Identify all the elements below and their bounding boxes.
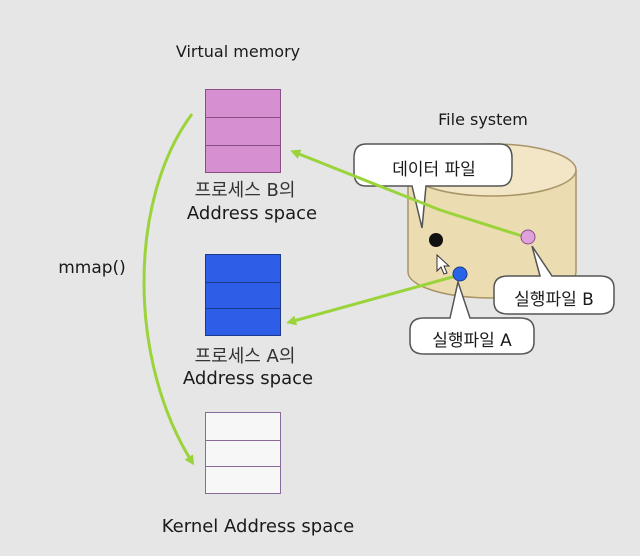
exec-file-a-speech-bubble: [409, 279, 535, 355]
file-system-title: File system: [438, 110, 528, 129]
kernel-address-space-label: Kernel Address space: [161, 516, 355, 537]
process-a-address-space-block: [205, 254, 281, 336]
data-file-label: 데이터 파일: [392, 160, 476, 180]
exec-file-b-speech-bubble: [493, 245, 615, 315]
exec-b-to-process-b-arrow: [290, 149, 523, 238]
data-file-dot: [429, 233, 443, 247]
mmap-arrow: [142, 113, 195, 466]
mouse-cursor-icon: [436, 253, 451, 275]
mmap-label: mmap(): [58, 258, 126, 278]
exec-file-a-dot: [452, 266, 468, 282]
process-a-label-line1: 프로세스 A의: [194, 346, 296, 367]
exec-file-a-label: 실행파일 A: [432, 331, 512, 351]
exec-file-b-label: 실행파일 B: [514, 290, 594, 310]
process-b-label-line2: Address space: [186, 203, 318, 224]
process-a-label-line2: Address space: [182, 368, 314, 389]
virtual-memory-title: Virtual memory: [175, 42, 301, 61]
exec-a-to-process-a-arrow: [286, 274, 457, 326]
exec-file-b-dot: [520, 229, 536, 245]
process-b-label-line1: 프로세스 B의: [194, 180, 296, 201]
process-b-address-space-block: [205, 89, 281, 173]
data-file-speech-bubble: [353, 143, 513, 229]
kernel-address-space-block: [205, 412, 281, 494]
